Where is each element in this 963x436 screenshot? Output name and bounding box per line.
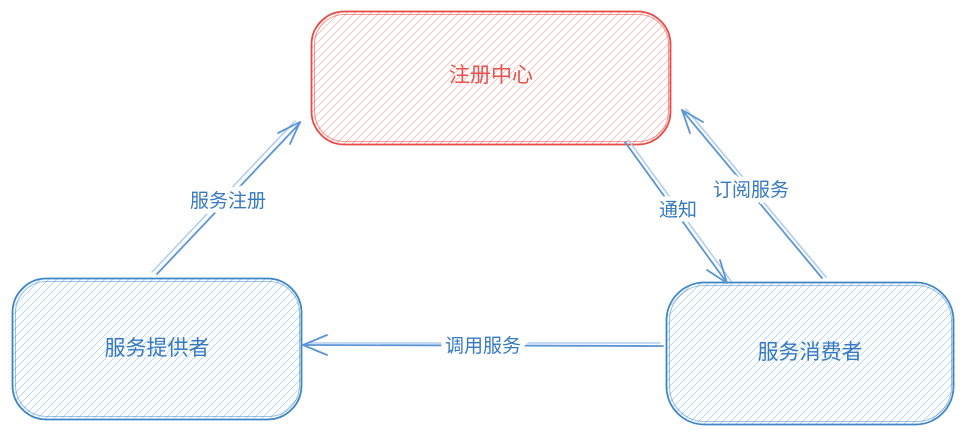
- registry-box: [310, 10, 672, 146]
- subscribe-arrowhead: [681, 109, 704, 134]
- notify-arrow-sketch-line: [628, 140, 732, 282]
- subscribe-arrow-sketch-line: [685, 108, 827, 278]
- consumer-box-sketch-outline: [668, 284, 953, 423]
- invoke-arrow-label: 调用服务: [445, 335, 521, 357]
- provider-box: [11, 277, 303, 421]
- node-consumer: 服务消费者: [665, 281, 955, 426]
- node-registry: 注册中心: [310, 10, 672, 146]
- registry-box-sketch-outline: [313, 13, 670, 143]
- notify-arrow-label: 通知: [659, 199, 697, 221]
- registry-label: 注册中心: [449, 64, 533, 87]
- invoke-arrow-line: [305, 344, 664, 347]
- subscribe-arrow-line: [681, 109, 823, 279]
- notify-arrow-line: [624, 141, 728, 284]
- register-arrow-sketch-line: [151, 120, 296, 273]
- consumer-box: [665, 281, 955, 426]
- invoke-arrowhead: [302, 334, 328, 356]
- subscribe-arrow-label: 订阅服务: [713, 179, 789, 201]
- provider-label: 服务提供者: [105, 337, 210, 360]
- arrow-service-register: 服务注册: [151, 120, 301, 275]
- provider-box-sketch-outline: [14, 280, 301, 418]
- notify-arrowhead: [706, 259, 728, 284]
- arrow-invoke: 调用服务: [302, 331, 664, 362]
- node-provider: 服务提供者: [11, 277, 303, 421]
- arrow-subscribe: 订阅服务: [681, 108, 827, 279]
- register-arrow-label: 服务注册: [190, 190, 266, 212]
- consumer-label: 服务消费者: [758, 341, 863, 364]
- register-arrowhead: [277, 121, 301, 145]
- arrow-notify: 通知: [624, 140, 732, 284]
- register-arrow-line: [156, 122, 301, 275]
